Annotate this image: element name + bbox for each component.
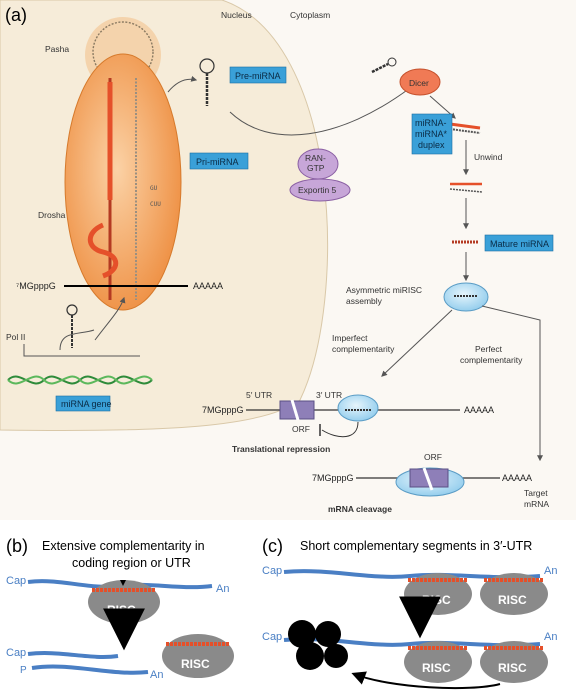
panel-b-risc-2 bbox=[162, 634, 234, 678]
ribosome-subunit-2 bbox=[315, 621, 341, 647]
panel-b-cap2: Cap bbox=[6, 647, 26, 659]
panel-c-risc2-label: RISC bbox=[498, 593, 527, 607]
cap-low-label: 7MGpppG bbox=[312, 473, 354, 483]
panel-c-title: Short complementary segments in 3′-UTR bbox=[300, 539, 532, 553]
panel-c: (c) Short complementary segments in 3′-U… bbox=[262, 536, 557, 688]
mirna-gene-label: miRNA gene bbox=[61, 399, 112, 409]
panel-b-risc2-label: RISC bbox=[181, 657, 210, 671]
pri-mirna-label: Pri-miRNA bbox=[196, 157, 239, 167]
exportin-label: Exportin 5 bbox=[298, 185, 337, 195]
unwind-label: Unwind bbox=[474, 152, 503, 162]
ran-gtp-label-2: GTP bbox=[307, 163, 325, 173]
seq-cuu: CUU bbox=[150, 201, 161, 208]
panel-c-cap2: Cap bbox=[262, 631, 282, 643]
duplex-label-3: duplex bbox=[418, 140, 445, 150]
panel-b-an1: An bbox=[216, 583, 229, 595]
ribosome-subunit-3 bbox=[296, 642, 324, 670]
panel-c-an2: An bbox=[544, 631, 557, 643]
orf2-label: ORF bbox=[424, 452, 442, 462]
utr3-label: 3′ UTR bbox=[316, 390, 342, 400]
panel-b: (b) Extensive complementarity in coding … bbox=[6, 536, 234, 681]
pasha-label: Pasha bbox=[45, 44, 69, 54]
panel-b-cap1: Cap bbox=[6, 575, 26, 587]
panel-b-p: P bbox=[20, 665, 27, 676]
polya-left-label: AAAAA bbox=[193, 281, 223, 291]
repression-risc bbox=[338, 395, 378, 421]
asym-label-1: Asymmetric miRISC bbox=[346, 285, 422, 295]
perfect-label-1: Perfect bbox=[475, 344, 503, 354]
perfect-label-2: complementarity bbox=[460, 355, 523, 365]
panel-b-risc-1 bbox=[88, 580, 160, 624]
cap-mid-label: 7MGpppG bbox=[202, 405, 244, 415]
target-label-2: mRNA bbox=[524, 499, 549, 509]
trans-rep-label: Translational repression bbox=[232, 444, 330, 454]
panel-b-title-2: coding region or UTR bbox=[72, 556, 191, 570]
ribosome-subunit-4 bbox=[324, 644, 348, 668]
ran-gtp-label-1: RAN- bbox=[305, 153, 326, 163]
pol2-label: Pol II bbox=[6, 332, 25, 342]
cap-left-label: ⁷MGpppG bbox=[16, 281, 56, 291]
pre-mirna-label: Pre-miRNA bbox=[235, 71, 281, 81]
panel-c-cap1: Cap bbox=[262, 565, 282, 577]
panel-b-fragment-5p bbox=[28, 653, 118, 657]
panel-b-an2: An bbox=[150, 669, 163, 681]
panel-c-risc4-label: RISC bbox=[498, 661, 527, 675]
duplex-label-1: miRNA- bbox=[415, 118, 447, 128]
imperfect-label-2: complementarity bbox=[332, 344, 395, 354]
drosha-protein bbox=[65, 54, 181, 310]
panel-a: (a) Nucleus Cytoplasm Pasha Drosha GU CU… bbox=[0, 0, 576, 520]
panel-c-label: (c) bbox=[262, 536, 283, 556]
panel-c-risc3-label: RISC bbox=[422, 661, 451, 675]
duplex-label-2: miRNA* bbox=[415, 129, 447, 139]
target-label-1: Target bbox=[524, 488, 548, 498]
seq-gu: GU bbox=[150, 185, 158, 192]
panel-c-risc1-label: RISC bbox=[422, 593, 451, 607]
utr5-label: 5′ UTR bbox=[246, 390, 272, 400]
panel-c-an1: An bbox=[544, 565, 557, 577]
polya-low-label: AAAAA bbox=[502, 473, 532, 483]
drosha-label: Drosha bbox=[38, 210, 66, 220]
orf1-label: ORF bbox=[292, 424, 310, 434]
panel-b-title-1: Extensive complementarity in bbox=[42, 539, 205, 553]
panel-a-label: (a) bbox=[5, 5, 27, 25]
polya-mid-label: AAAAA bbox=[464, 405, 494, 415]
panel-b-risc1-label: RISC bbox=[107, 603, 136, 617]
cleavage-label: mRNA cleavage bbox=[328, 504, 392, 514]
cytoplasm-label: Cytoplasm bbox=[290, 10, 330, 20]
dicer-label: Dicer bbox=[409, 78, 429, 88]
panel-b-fragment-3p bbox=[32, 666, 148, 672]
nucleus-label: Nucleus bbox=[221, 10, 252, 20]
asym-label-2: assembly bbox=[346, 296, 383, 306]
imperfect-label-1: Imperfect bbox=[332, 333, 368, 343]
panel-b-label: (b) bbox=[6, 536, 28, 556]
mature-mirna-label: Mature miRNA bbox=[490, 239, 549, 249]
